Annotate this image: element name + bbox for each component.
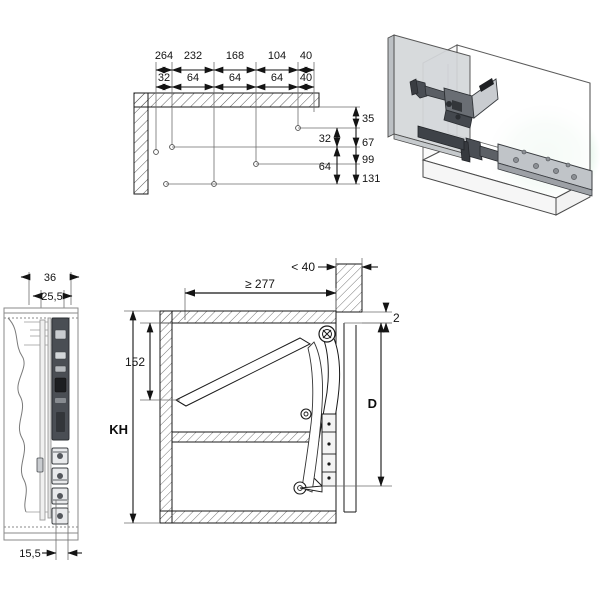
left-panel-hatched	[133, 92, 149, 195]
dim-2: 2	[393, 311, 400, 325]
dim-25-5: 25,5	[41, 291, 62, 303]
vertical-dim-chain-outer: 35 67 99 131	[352, 106, 380, 185]
dim-inner-64-b: 64	[229, 72, 241, 84]
dim-inner-32: 32	[158, 72, 170, 84]
dim-outer-264: 264	[155, 50, 173, 62]
section-dim-KH: KH	[109, 310, 160, 524]
dim-lt-40: < 40	[291, 260, 315, 274]
dim-v-99: 99	[362, 154, 374, 166]
dim-v-131: 131	[362, 173, 380, 185]
label-KH: KH	[109, 422, 128, 437]
top-panel-hatched	[133, 92, 320, 108]
vertical-dim-chain-inner: 32 64	[319, 127, 341, 185]
front-flap-block	[335, 263, 363, 313]
dim-v-35: 35	[362, 113, 374, 125]
side-elevation-view: 36 25,5	[3, 272, 82, 560]
upper-lift-mechanism	[409, 78, 499, 129]
section-dim-lt40: < 40	[291, 258, 378, 274]
dim-inner-64-c: 64	[271, 72, 283, 84]
dim-inner-64-a: 64	[187, 72, 199, 84]
dim-outer-40: 40	[300, 50, 312, 62]
section-left-panel	[159, 310, 173, 524]
side-dim-36: 36	[20, 272, 80, 305]
dim-inner-40: 40	[300, 72, 312, 84]
isometric-assembly-view	[387, 34, 600, 216]
dim-outer-104: 104	[268, 50, 286, 62]
front-hinge-hardware	[417, 125, 593, 197]
dim-36: 36	[44, 272, 56, 284]
break-line	[7, 317, 27, 513]
dim-v-inner-64: 64	[319, 161, 331, 173]
hole-extension-lines	[155, 93, 315, 184]
section-top-panel	[159, 310, 337, 324]
guide-rail	[39, 317, 52, 521]
dim-15-5: 15,5	[19, 548, 40, 560]
dim-outer-232: 232	[184, 50, 202, 62]
dim-outer-168: 168	[226, 50, 244, 62]
section-middle-shelf	[171, 431, 317, 443]
side-dim-15-5: 15,5	[19, 500, 82, 560]
cross-section-view: < 40 ≥ 277 2	[109, 258, 400, 524]
drilling-pattern-plan: 264 232 168 104 40 32 64 64 64 40	[133, 50, 380, 195]
dim-gte-277: ≥ 277	[245, 277, 275, 291]
dim-152: 152	[125, 355, 145, 369]
side-mounting-plates	[36, 447, 69, 525]
hole-leader-lines	[166, 106, 360, 185]
section-dim-gte277: ≥ 277	[184, 277, 337, 320]
horizontal-dim-chain-inner: 32 64 64 64 40	[155, 72, 315, 91]
section-bottom-panel	[159, 510, 337, 524]
dim-v-inner-32: 32	[319, 133, 331, 145]
section-lift-mechanism	[293, 325, 341, 495]
label-D: D	[368, 396, 377, 411]
section-dim-D: D	[322, 322, 392, 487]
side-lift-mechanism-body	[51, 317, 70, 441]
section-opened-flap	[174, 337, 312, 407]
side-dim-25-5: 25,5	[32, 290, 73, 320]
dim-v-67: 67	[362, 137, 374, 149]
